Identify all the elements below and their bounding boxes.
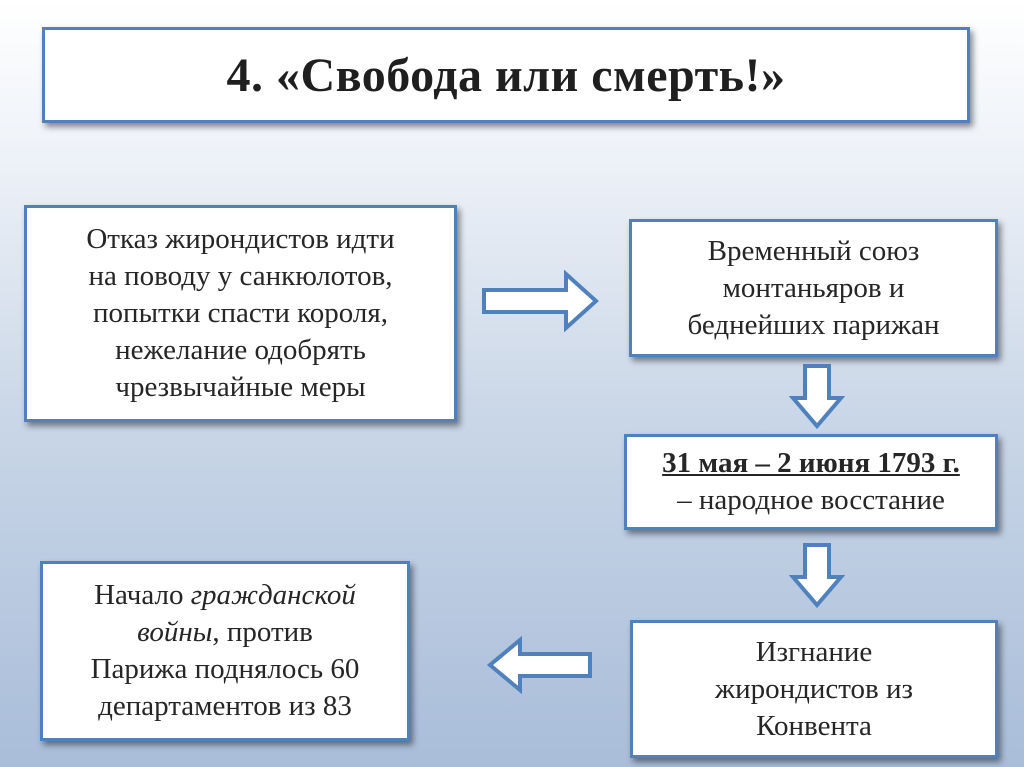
alliance-line: беднейших парижан xyxy=(687,308,940,341)
uprising-text: – народное восстание xyxy=(677,484,945,516)
civil-war-line-3: Парижа поднялось 60 xyxy=(90,653,360,685)
uprising-box: 31 мая – 2 июня 1793 г. – народное восст… xyxy=(624,434,998,530)
expulsion-line: жирондистов из xyxy=(715,672,913,705)
alliance-line: монтаньяров и xyxy=(722,271,905,304)
alliance-box: Временный союз монтаньяров и беднейших п… xyxy=(629,219,998,357)
civil-war-rest-2: , против xyxy=(212,616,313,648)
page-title: 4. «Свобода или смерть!» xyxy=(226,48,786,102)
expulsion-box: Изгнание жирондистов из Конвента xyxy=(630,620,998,758)
causes-line: попытки спасти короля, xyxy=(93,297,388,329)
causes-line: Отказ жирондистов идти xyxy=(86,223,395,255)
causes-line: на поводу у санкюлотов, xyxy=(88,260,393,292)
civil-war-italic-2: войны xyxy=(137,616,213,648)
arrow-left-icon xyxy=(486,636,592,694)
civil-war-italic-1: гражданской xyxy=(190,579,356,611)
expulsion-line: Изгнание xyxy=(755,635,873,668)
civil-war-prefix: Начало xyxy=(94,579,191,611)
causes-box: Отказ жирондистов идти на поводу у санкю… xyxy=(24,205,457,422)
civil-war-line-1: Начало гражданской xyxy=(94,577,356,614)
arrow-right-icon xyxy=(482,270,599,332)
arrow-down-icon xyxy=(789,364,845,430)
uprising-date: 31 мая – 2 июня 1793 г. xyxy=(662,447,960,479)
alliance-line: Временный союз xyxy=(707,234,920,267)
expulsion-line: Конвента xyxy=(756,709,872,742)
title-box: 4. «Свобода или смерть!» xyxy=(42,27,970,123)
civil-war-line-2: войны, против xyxy=(137,614,313,651)
civil-war-box: Начало гражданской войны, против Парижа … xyxy=(40,561,410,741)
arrow-down-icon xyxy=(789,543,845,609)
civil-war-line-4: департаментов из 83 xyxy=(98,690,352,722)
causes-line: чрезвычайные меры xyxy=(115,371,366,403)
causes-line: нежелание одобрять xyxy=(115,334,366,366)
